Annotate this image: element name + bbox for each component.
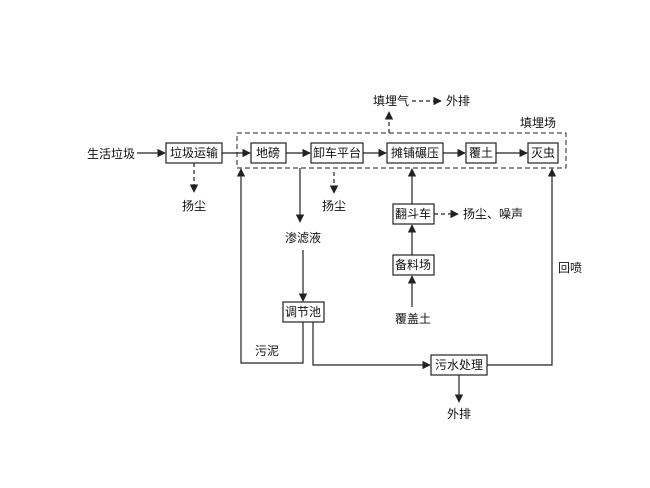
unload-box-label: 卸车平台 bbox=[313, 145, 361, 160]
cover-box: 覆土 bbox=[465, 142, 497, 164]
landfill-label: 填埋场 bbox=[520, 116, 556, 130]
pond-box-label: 调节池 bbox=[285, 305, 321, 319]
pond-box: 调节池 bbox=[282, 301, 325, 323]
input-label: 生活垃圾 bbox=[87, 146, 135, 161]
pest-box: 灭虫 bbox=[527, 142, 559, 164]
dumper-box-label: 翻斗车 bbox=[395, 206, 431, 221]
cover-box-label: 覆土 bbox=[469, 146, 493, 160]
sludge-label: 污泥 bbox=[255, 344, 279, 358]
gas-discharge-label: 外排 bbox=[446, 94, 470, 108]
arrow-sludge-return bbox=[236, 168, 304, 364]
pest-box-label: 灭虫 bbox=[531, 146, 555, 160]
landfill-boundary bbox=[236, 132, 567, 169]
spread-box: 摊铺碾压 bbox=[386, 142, 444, 164]
landfill-gas-label: 填埋气 bbox=[373, 93, 409, 108]
leachate-label: 渗滤液 bbox=[285, 230, 321, 245]
sewage-discharge-label: 外排 bbox=[447, 407, 471, 421]
transport-box-label: 垃圾运输 bbox=[170, 145, 218, 160]
weighbridge-box-label: 地磅 bbox=[256, 145, 280, 160]
dust-label-1: 扬尘 bbox=[182, 198, 206, 213]
dust-noise-label: 扬尘、噪声 bbox=[463, 206, 523, 221]
material-box: 备料场 bbox=[392, 254, 435, 276]
cover-soil-label: 覆盖土 bbox=[395, 312, 431, 326]
weighbridge-box: 地磅 bbox=[250, 142, 287, 164]
sewage-box: 污水处理 bbox=[430, 354, 488, 376]
dust-label-2: 扬尘 bbox=[322, 198, 346, 213]
dumper-box: 翻斗车 bbox=[392, 203, 435, 225]
spread-box-label: 摊铺碾压 bbox=[391, 146, 439, 160]
arrow-pond-sewage bbox=[312, 322, 431, 370]
unload-box: 卸车平台 bbox=[310, 142, 364, 164]
sewage-box-label: 污水处理 bbox=[435, 358, 483, 372]
recirculate-label: 回喷 bbox=[558, 261, 582, 275]
transport-box: 垃圾运输 bbox=[165, 142, 223, 164]
material-box-label: 备料场 bbox=[395, 258, 431, 272]
arrow-recirculate bbox=[487, 168, 557, 366]
